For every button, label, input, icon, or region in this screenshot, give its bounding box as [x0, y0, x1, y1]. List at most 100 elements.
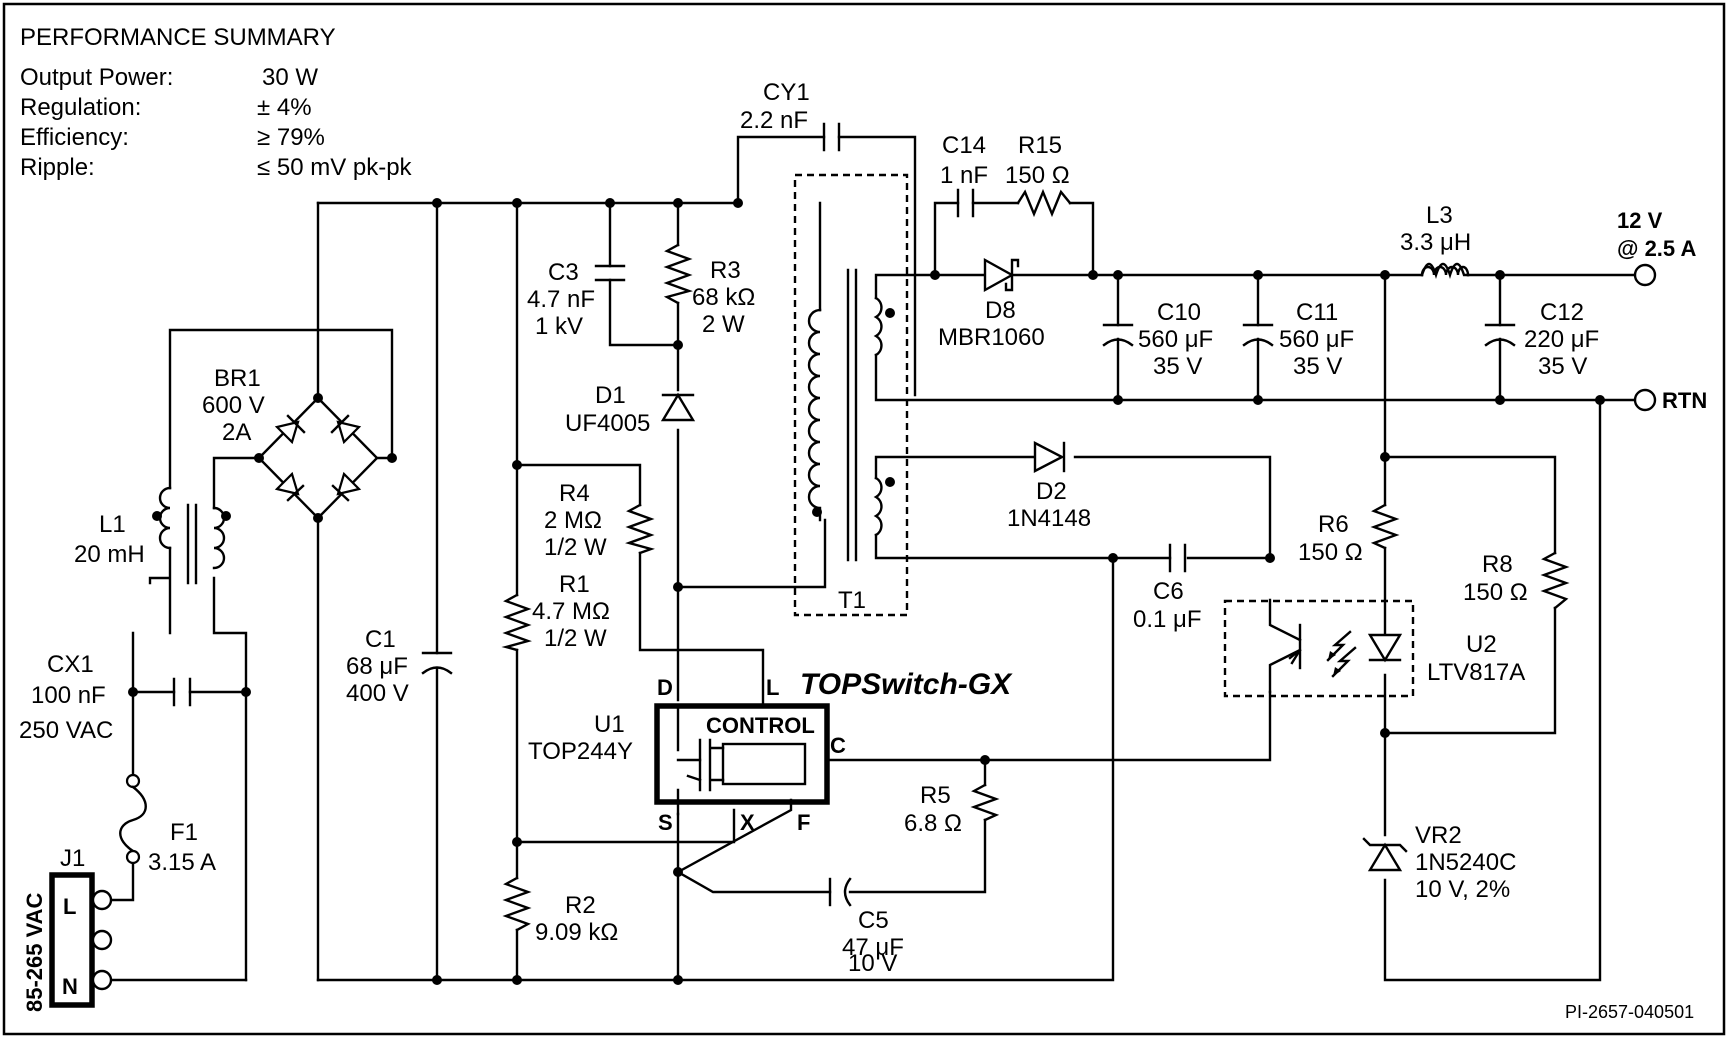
inductor-l3	[1420, 265, 1470, 277]
r1-value2: 1/2 W	[544, 625, 607, 652]
c10-value1: 560 μF	[1138, 326, 1213, 353]
r2-value: 9.09 kΩ	[535, 919, 618, 946]
br1-value2: 2A	[222, 419, 251, 446]
capacitor-cx1	[172, 677, 192, 707]
summary-value-power: 30 W	[262, 64, 318, 91]
capacitor-c6	[1168, 543, 1187, 573]
c3-name: C3	[548, 259, 579, 286]
r3-value2: 2 W	[702, 311, 745, 338]
summary-value-regulation: ± 4%	[257, 94, 312, 121]
pin-l-label: L	[766, 675, 779, 700]
c12-name: C12	[1540, 299, 1584, 326]
c1-value2: 400 V	[346, 680, 409, 707]
l1-name: L1	[99, 511, 126, 538]
control-label: CONTROL	[706, 713, 815, 738]
r8-value: 150 Ω	[1463, 579, 1528, 606]
c10-value2: 35 V	[1153, 353, 1202, 380]
summary-label-efficiency: Efficiency:	[20, 124, 129, 151]
c3-value1: 4.7 nF	[527, 286, 595, 313]
c1-value1: 68 μF	[346, 653, 408, 680]
output-12v-terminal	[1633, 263, 1657, 287]
d1-value: UF4005	[565, 410, 650, 437]
r1-value1: 4.7 MΩ	[532, 598, 610, 625]
l3-name: L3	[1426, 202, 1453, 229]
pin-f-label: F	[797, 810, 810, 835]
inductor-l3-coils	[1420, 262, 1470, 279]
j1-n-label: N	[62, 974, 78, 999]
br1-name: BR1	[214, 365, 261, 392]
d2-name: D2	[1036, 478, 1067, 505]
c5-value1: 47 μF	[842, 934, 904, 961]
l1-value: 20 mH	[74, 541, 145, 568]
d8-name: D8	[985, 297, 1016, 324]
pin-x-label: X	[740, 810, 755, 835]
r5-value: 6.8 Ω	[904, 810, 962, 837]
t1-name: T1	[838, 587, 866, 614]
capacitor-c10	[1102, 323, 1134, 347]
r4-value2: 1/2 W	[544, 534, 607, 561]
capacitor-c11	[1242, 323, 1274, 347]
wires	[108, 135, 1637, 982]
vr2-name: VR2	[1415, 822, 1462, 849]
diode-d2	[1033, 441, 1066, 473]
r3-value1: 68 kΩ	[692, 284, 755, 311]
capacitor-c14	[956, 188, 975, 218]
l3-value: 3.3 μH	[1400, 229, 1471, 256]
c5-value2: 10 V	[848, 950, 897, 977]
output-voltage-label: 12 V	[1617, 208, 1663, 233]
pin-d-label: D	[657, 675, 673, 700]
c11-value1: 560 μF	[1279, 326, 1354, 353]
u2-value: LTV817A	[1427, 659, 1525, 686]
d2-value: 1N4148	[1007, 505, 1091, 532]
f1-value: 3.15 A	[148, 849, 216, 876]
c14-value: 1 nF	[940, 162, 988, 189]
cx1-value2: 250 VAC	[19, 717, 113, 744]
r4-value1: 2 MΩ	[544, 507, 602, 534]
c12-value1: 220 μF	[1524, 326, 1599, 353]
resistor-r6	[1370, 503, 1400, 550]
j1-name: J1	[60, 845, 85, 872]
r2-name: R2	[565, 892, 596, 919]
diode-d1	[660, 392, 696, 422]
d8-value: MBR1060	[938, 324, 1045, 351]
c6-value: 0.1 μF	[1133, 606, 1202, 633]
summary-value-efficiency: ≥ 79%	[257, 124, 325, 151]
c11-value2: 35 V	[1293, 353, 1342, 380]
r15-name: R15	[1018, 132, 1062, 159]
output-current-label: @ 2.5 A	[1617, 236, 1696, 261]
summary-value-ripple: ≤ 50 mV pk-pk	[257, 154, 413, 181]
output-rtn-terminal	[1633, 388, 1657, 412]
r4-name: R4	[559, 480, 590, 507]
capacitor-c1	[421, 651, 453, 675]
r15-value: 150 Ω	[1005, 162, 1070, 189]
capacitor-c3	[594, 264, 626, 282]
ic-u1	[654, 703, 830, 816]
document-id: PI-2657-040501	[1565, 1002, 1694, 1022]
input-range-label: 85-265 VAC	[22, 892, 47, 1012]
zener-vr2	[1362, 837, 1408, 872]
pin-s-label: S	[658, 810, 673, 835]
c10-name: C10	[1157, 299, 1201, 326]
f1-name: F1	[170, 819, 198, 846]
summary-label-regulation: Regulation:	[20, 94, 141, 121]
u1-name: U1	[594, 711, 625, 738]
resistor-r8	[1540, 551, 1570, 610]
optocoupler-u2	[1223, 599, 1415, 698]
c1-name: C1	[365, 626, 396, 653]
u1-value: TOP244Y	[528, 738, 633, 765]
topswitch-label: TOPSwitch-GX	[800, 668, 1013, 701]
r3-name: R3	[710, 257, 741, 284]
c14-name: C14	[942, 132, 986, 159]
r6-name: R6	[1318, 511, 1349, 538]
r5-name: R5	[920, 782, 951, 809]
diode-d8	[983, 257, 1020, 293]
bridge-rectifier-br1	[257, 396, 379, 520]
summary-label-ripple: Ripple:	[20, 154, 95, 181]
capacitor-c5	[828, 877, 852, 907]
resistor-r3	[663, 243, 693, 305]
transformer-t1	[793, 173, 909, 617]
capacitor-cy1	[822, 122, 841, 152]
br1-value1: 600 V	[202, 392, 265, 419]
